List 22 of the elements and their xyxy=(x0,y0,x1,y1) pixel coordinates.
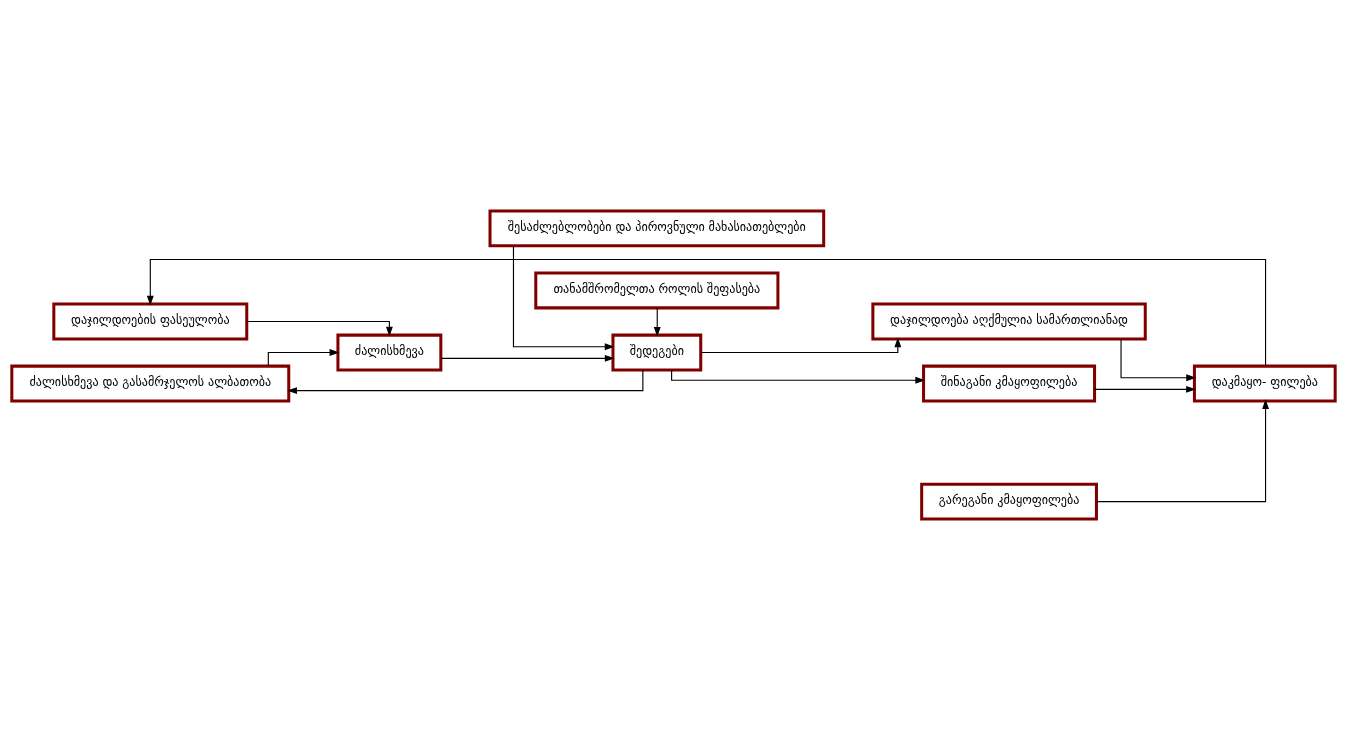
arrow xyxy=(1096,398,1269,502)
arrow xyxy=(1120,337,1197,381)
node-box: ძალისხმევა xyxy=(336,333,443,371)
node-box: გარეგანი კმაყოფილება xyxy=(920,482,1098,520)
arrow xyxy=(287,368,644,394)
arrow xyxy=(653,307,661,337)
arrow xyxy=(246,320,393,337)
node-box: ძალისხმევა და გასამრჯელოს ალბათობა xyxy=(10,364,291,402)
node-box: დაკმაყო- ფილება xyxy=(1192,364,1337,402)
arrow xyxy=(1094,385,1196,393)
node-box: შესაძლებლობები და პიროვნული მახასიათებლები xyxy=(488,209,826,247)
arrow xyxy=(146,258,1267,367)
node-box: თანამშრომელთა როლის შეფასება xyxy=(534,271,780,309)
node-box: დაჯილდოების ფასეულობა xyxy=(52,302,249,340)
node-box: შედეგები xyxy=(611,333,703,371)
arrow xyxy=(267,348,340,366)
arrow xyxy=(671,368,926,384)
arrow xyxy=(440,354,615,362)
arrow xyxy=(700,336,902,353)
arrow xyxy=(512,244,615,350)
node-box: შინაგანი კმაყოფილება xyxy=(922,364,1097,402)
node-box: დაჯილდოება აღქმულია სამართლიანად xyxy=(871,302,1147,340)
